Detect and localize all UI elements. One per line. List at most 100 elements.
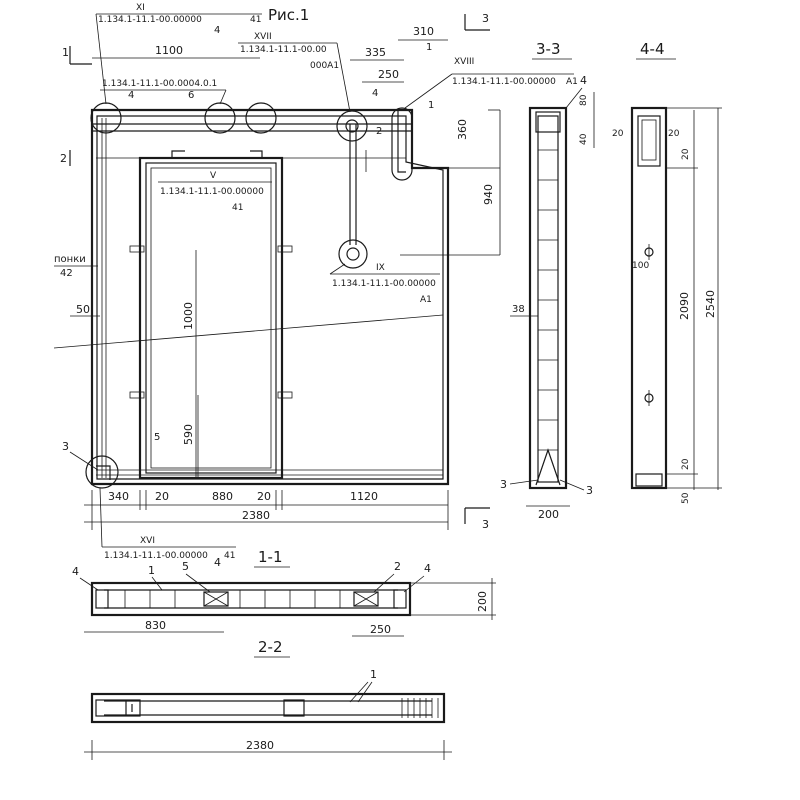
diagonal-break-line	[53, 314, 444, 349]
callout-xvii-code: 1.134.1-11.1-00.00	[240, 45, 327, 55]
section-2-2-embed	[283, 699, 305, 717]
section-4-4-title: 4-4	[640, 40, 665, 58]
dim-20-a: 20	[155, 490, 169, 503]
dim-20-b: 20	[257, 490, 271, 503]
section-4-4-d50: 50	[681, 492, 691, 504]
section-4-4-d2540: 2540	[704, 290, 717, 318]
callout-xvi-suffix: 41	[224, 551, 235, 561]
callout-xi-suffix: 41	[250, 15, 261, 25]
callout-v-suffix: 41	[232, 203, 243, 213]
section-2-2-title: 2-2	[258, 638, 283, 656]
section-1-1-d200: 200	[476, 591, 489, 612]
dim-310: 310	[413, 25, 434, 38]
panel-inner-contour	[96, 115, 444, 480]
section-1-1-p4c: 4	[424, 562, 431, 575]
section-4-4-d20b: 20	[668, 129, 680, 139]
dim-940: 940	[482, 184, 495, 205]
pos-label-3: 3	[62, 440, 69, 453]
pos-label-2: 2	[376, 126, 382, 137]
callout-left-code: 1.134.1-11.1-00.0004.0.1	[102, 79, 217, 89]
section-4-4-body	[630, 106, 668, 490]
callout-v-num: V	[210, 171, 217, 181]
detail-xvii-circle	[336, 110, 368, 142]
lifting-loop	[346, 247, 360, 261]
section-1-1-d830: 830	[145, 619, 166, 632]
figure-title: Рис.1	[268, 6, 309, 24]
dim-360: 360	[456, 119, 469, 140]
section-3-3-body	[528, 106, 568, 490]
section-1-1-p4a: 4	[72, 565, 79, 578]
section-3-3-bottom-v	[535, 448, 561, 486]
section-mark-3-bottom: 3	[482, 518, 489, 531]
section-3-3-p4: 4	[580, 74, 587, 87]
section-1-1-ribs	[124, 590, 341, 608]
section-1-1-d250: 250	[370, 623, 391, 636]
section-3-3-p3a: 3	[500, 478, 507, 491]
pos-label-4-top: 4	[128, 90, 134, 101]
detail-xvii-inner	[345, 119, 359, 133]
section-1-1-end-left	[95, 589, 109, 609]
detail-4-circle	[204, 102, 236, 134]
door-opening	[138, 156, 284, 480]
ponki-label: понки	[54, 254, 86, 265]
dim-335: 335	[365, 46, 386, 59]
callout-v-code: 1.134.1-11.1-00.00000	[160, 187, 264, 197]
section-2-2-hatch	[401, 698, 439, 718]
corner-hook	[96, 465, 111, 480]
pos-label-4-mid: 4	[214, 25, 220, 36]
door-opening-inner	[145, 162, 277, 474]
hinge-markers	[129, 150, 293, 399]
main-front-view: 1100 335 310 250 360 940 1000 590 50 340…	[53, 3, 578, 561]
section-3-3-inner	[537, 115, 559, 483]
section-mark-2: 2	[60, 152, 67, 165]
section-1-1-p2: 2	[394, 560, 401, 573]
callout-xviii-code: 1.134.1-11.1-00.00000	[452, 77, 556, 87]
callout-xviii-num: XVIII	[454, 57, 474, 67]
section-2-2-end-left	[95, 699, 141, 717]
dim-2380-main: 2380	[242, 509, 270, 522]
section-3-3-d40: 40	[579, 133, 589, 145]
section-2-2-p1: 1	[370, 668, 377, 681]
section-1-1-end-right	[393, 589, 407, 609]
section-mark-1: 1	[62, 46, 69, 59]
detail-6-circle	[245, 102, 277, 134]
section-4-4: 4-4 20 20 20 100 2090 2540 20 50	[612, 40, 722, 504]
panel-outline	[90, 108, 450, 486]
section-1-1-embed-2	[353, 591, 379, 607]
section-3-3-p3b: 3	[586, 484, 593, 497]
section-4-4-d20d: 20	[681, 458, 691, 470]
detail-xvi-circle	[85, 455, 119, 489]
callout-xi-code: 1.134.1-11.1-00.00000	[98, 15, 202, 25]
section-1-1-p4b: 4	[214, 556, 221, 569]
dim-250: 250	[378, 68, 399, 81]
dim-1000: 1000	[182, 302, 195, 330]
ponki-label-num: 42	[60, 268, 73, 279]
section-4-4-d100: 100	[632, 261, 649, 271]
section-3-3-d80: 80	[579, 94, 589, 106]
section-1-1-p1: 1	[148, 564, 155, 577]
section-1-1-body	[90, 581, 412, 617]
dim-50: 50	[76, 303, 90, 316]
callout-ix-code: 1.134.1-11.1-00.00000	[332, 279, 436, 289]
section-1-1-embed-1	[203, 591, 229, 607]
section-3-3-p38: 38	[512, 304, 525, 315]
dim-1100: 1100	[155, 44, 183, 57]
section-4-4-bottom-box	[635, 473, 663, 487]
callout-xvii-suffix: 000А1	[310, 61, 339, 71]
section-1-1-p5: 5	[182, 560, 189, 573]
callout-xi-num: XI	[136, 3, 145, 13]
detail-xviii-oval	[391, 107, 413, 181]
callout-xvii-num: XVII	[254, 32, 272, 42]
dim-340: 340	[108, 490, 129, 503]
dim-590: 590	[182, 424, 195, 445]
section-3-3: 3-3 4 80 40 38 3 3 200	[500, 40, 595, 521]
section-2-2: 2-2 1 2380	[84, 638, 452, 760]
callout-ix-suffix: А1	[420, 295, 432, 305]
dim-1120: 1120	[350, 490, 378, 503]
dim-880: 880	[212, 490, 233, 503]
section-4-4-top-box	[637, 115, 661, 167]
section-1-1: 1-1 4 1 5 4 2 4	[72, 548, 496, 637]
section-3-3-title: 3-3	[536, 40, 561, 58]
pos-label-6: 6	[188, 90, 194, 101]
